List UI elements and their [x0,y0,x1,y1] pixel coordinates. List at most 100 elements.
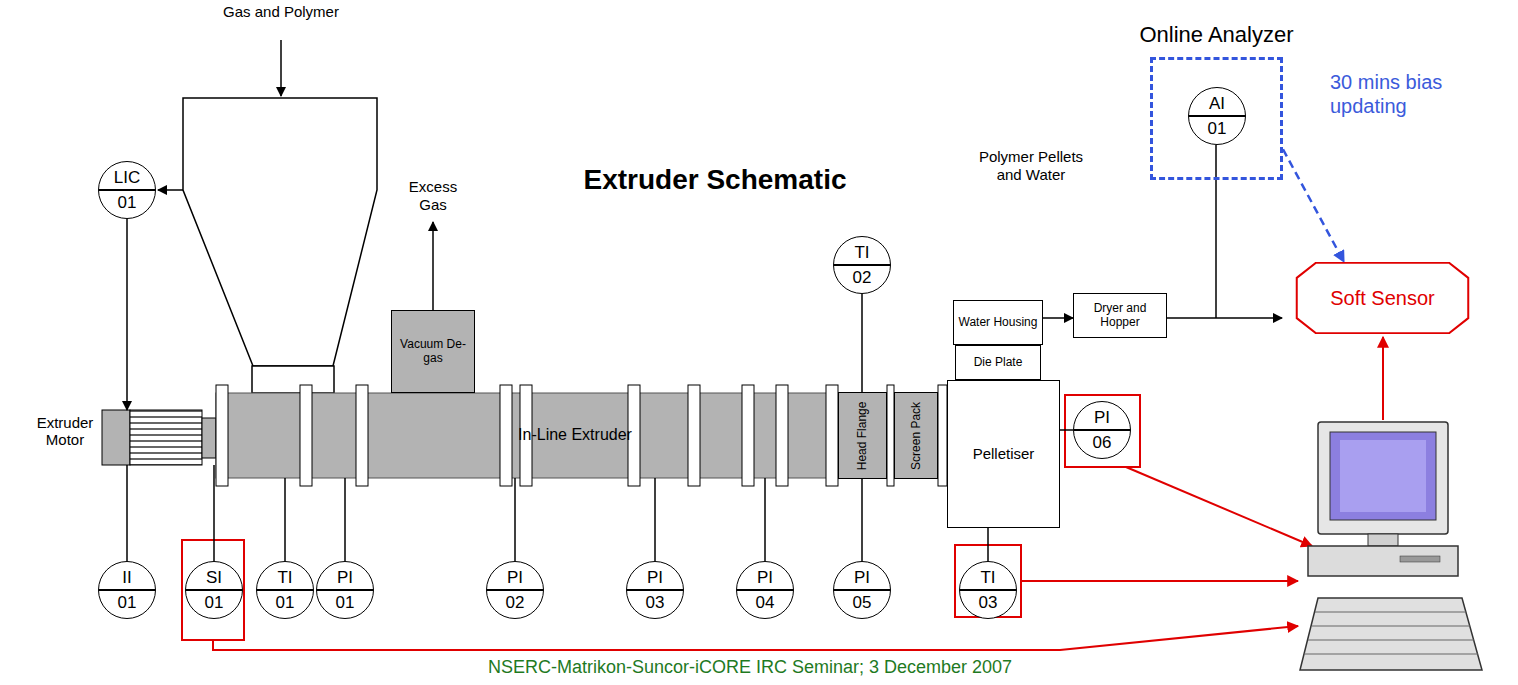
pelletiser-box: Pelletiser [947,380,1060,528]
dryer-box: Dryer and Hopper [1073,293,1167,338]
computer-illustration [1300,422,1482,670]
product-outlet-arrow [1165,317,1282,319]
loop-number: 01 [336,594,355,611]
level-signal-line [158,189,183,191]
feed-throat [252,366,334,393]
divider-line [960,589,1016,591]
pressure-indicator: PI 06 [1073,401,1131,459]
process-connector [654,478,656,561]
degas-box: Vacuum De-gas [391,310,475,393]
component-label: Water Housing [959,316,1038,330]
extruder-motor: Extruder Motor [102,410,220,465]
divider-line [186,589,242,591]
instrument-tag: LIC [114,169,140,186]
temperature-indicator: TI 01 [256,561,314,619]
instrument-tag: PI [757,569,773,586]
process-connector [764,478,766,561]
loop-number: 01 [118,594,137,611]
motor-body [102,410,130,465]
loop-number: 03 [979,594,998,611]
process-connector [126,465,128,561]
loop-number: 02 [506,594,525,611]
loop-number: 01 [205,594,224,611]
loop-number: 01 [276,594,295,611]
head-flange-box: Head Flange [838,392,887,479]
component-label: Online Analyzer [1103,22,1330,47]
gas-vent-label: Excess Gas [398,178,468,214]
seminar-caption: NSERC-Matrikon-Suncor-iCORE IRC Seminar;… [400,657,1100,679]
process-connector [861,294,863,392]
divider-line [317,589,373,591]
signal-arrows [213,337,1383,650]
temperature-indicator: TI 02 [833,236,891,294]
component-label: Screen Pack [909,397,923,474]
divider-line [834,264,890,266]
process-connector [213,465,215,561]
extruder-barrel-box: In-Line Extruder [228,393,828,478]
process-connector [987,528,989,561]
speed-indicator: SI 01 [185,561,243,619]
water-housing-box: Water Housing [953,300,1043,345]
update-note: 30 mins bias updating [1330,70,1480,118]
instrument-tag: PI [507,569,523,586]
pressure-indicator: PI 04 [736,561,794,619]
process-connector [1060,429,1073,431]
excess-gas-arrow [432,222,434,310]
component-label: Head Flange [856,397,870,474]
temperature-indicator: TI 03 [959,561,1017,619]
diagram-title: Extruder Schematic [560,163,870,197]
instrument-tag: PI [647,569,663,586]
instrument-tag: PI [337,569,353,586]
process-connector [344,478,346,561]
extruder-barrel [216,393,947,478]
loop-number: 03 [646,594,665,611]
screen-pack-box: Screen Pack [894,392,938,479]
bias-update-arrow [1283,149,1344,262]
loop-number: 05 [853,594,872,611]
component-label: Soft Sensor [1330,287,1435,310]
instrument-tag: AI [1209,95,1225,112]
pressure-indicator: PI 03 [626,561,684,619]
instrument-tag: II [122,569,131,586]
loop-number: 04 [756,594,775,611]
level-controller: LIC01 [98,161,156,219]
component-label: Pelletiser [973,445,1035,462]
pressure-indicator: PI 02 [486,561,544,619]
divider-line [99,589,155,591]
divider-line [627,589,683,591]
barrel-flanges [216,385,947,486]
motor-coupling [202,418,216,458]
pressure-indicator: PI 01 [316,561,374,619]
loop-number: 06 [1093,434,1112,451]
divider-line [257,589,313,591]
current-indicator: II 01 [98,561,156,619]
motor-windings [130,410,202,465]
divider-line [487,589,543,591]
divider-line [1074,429,1130,431]
divider-line [1189,115,1245,117]
stream-label: Polymer Pellets and Water [968,148,1094,184]
instrument-tag: TI [854,244,869,261]
instrument-tag: SI [206,569,222,586]
die-plate-box: Die Plate [955,345,1041,380]
feed-arrow [280,40,282,96]
component-label: Vacuum De-gas [395,338,471,366]
divider-line [834,589,890,591]
process-connector [514,478,516,561]
process-connector [284,478,286,561]
component-label: Extruder Motor [34,414,96,449]
instrument-tag: PI [1094,409,1110,426]
component-label: Die Plate [974,356,1023,370]
instrument-tag: TI [980,569,995,586]
hopper [183,98,377,366]
process-connector [861,479,863,561]
pressure-indicator: PI 05 [833,561,891,619]
loop-number: 02 [853,269,872,286]
analyzer-sample-line [1215,145,1217,318]
divider-line [737,589,793,591]
analyzer-indicator: AI01 [1188,87,1246,145]
instrument-tag: TI [277,569,292,586]
analyzer-box: Online AnalyzerAI01 [1150,57,1283,180]
instrument-tag: PI [854,569,870,586]
soft-sensor-octagon: Soft Sensor [1295,262,1470,334]
